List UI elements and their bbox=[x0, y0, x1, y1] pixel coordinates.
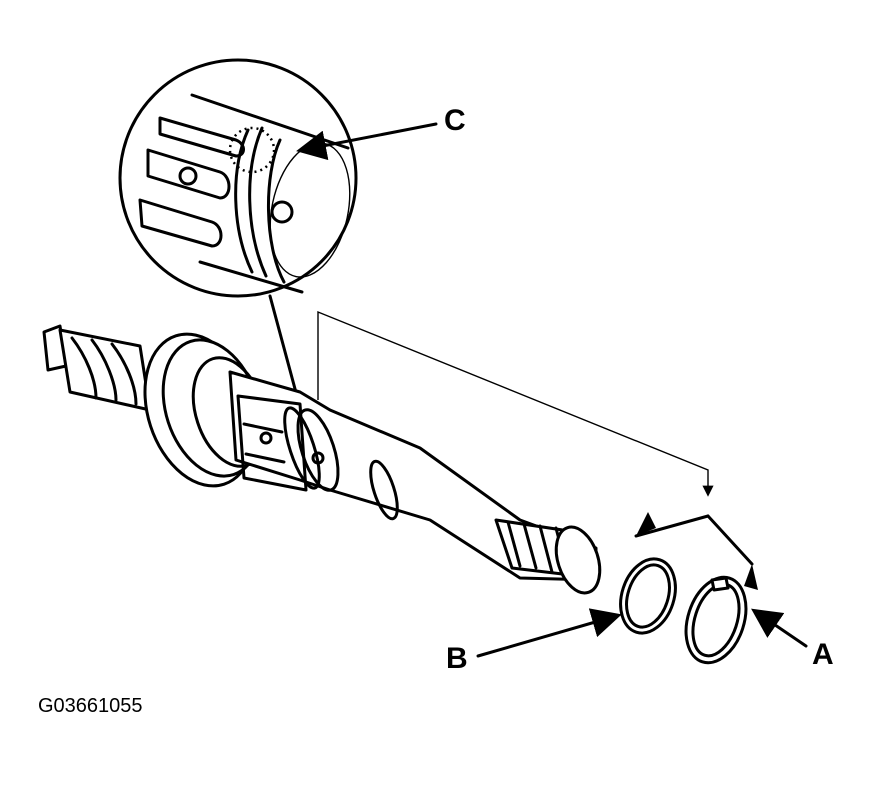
callout-a-label: A bbox=[812, 638, 834, 671]
snap-ring-part-b bbox=[619, 557, 677, 635]
magnified-shaft bbox=[138, 93, 351, 294]
magnifier-leader-line bbox=[268, 294, 300, 402]
callout-a-arrow bbox=[751, 608, 808, 648]
main-shaft bbox=[42, 324, 602, 595]
clip-ring-part-a bbox=[684, 575, 748, 665]
figure-code: G03661055 bbox=[38, 695, 143, 717]
assembly-bracket bbox=[317, 310, 758, 590]
callout-c-label: C bbox=[444, 104, 466, 137]
callout-b-label: B bbox=[446, 642, 468, 675]
callout-c-arrow bbox=[296, 122, 438, 161]
callout-b-arrow bbox=[476, 608, 622, 658]
detail-magnifier bbox=[118, 58, 358, 402]
